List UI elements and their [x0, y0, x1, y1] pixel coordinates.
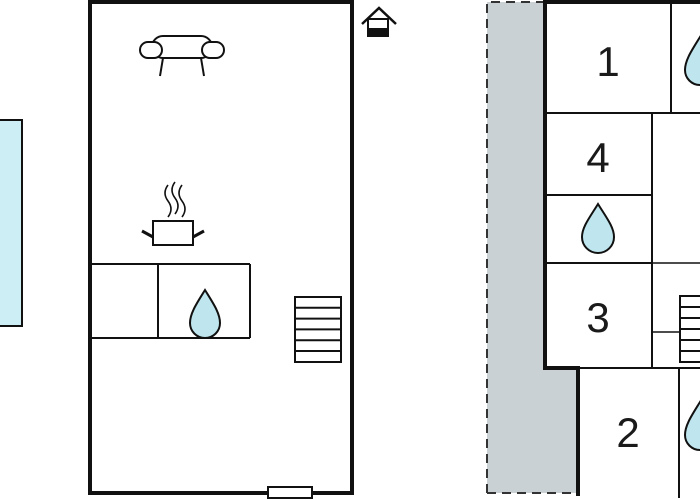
pool [0, 119, 23, 327]
water-drop-icon [188, 288, 222, 339]
stairs-icon [679, 295, 700, 363]
entrance-door [267, 486, 313, 499]
ground-floor-outer-wall [88, 0, 354, 495]
terrace-border [486, 1, 545, 493]
room-number: 4 [586, 134, 609, 181]
stairs-icon [294, 296, 342, 363]
water-drop-icon [580, 202, 616, 254]
room-number: 2 [616, 409, 639, 456]
water-drop-icon [683, 35, 700, 86]
cooking-pot-icon [141, 181, 205, 246]
sofa-icon [139, 35, 225, 77]
terrace [487, 2, 578, 493]
upper-floor-outer-wall [543, 0, 700, 496]
water-drop-icon [683, 400, 700, 451]
room-number: 3 [586, 294, 609, 341]
room-number: 1 [596, 38, 619, 85]
ground-floor [88, 0, 354, 499]
house-entrance-icon [361, 6, 397, 37]
upper-floor: 1 4 3 2 [543, 0, 700, 498]
